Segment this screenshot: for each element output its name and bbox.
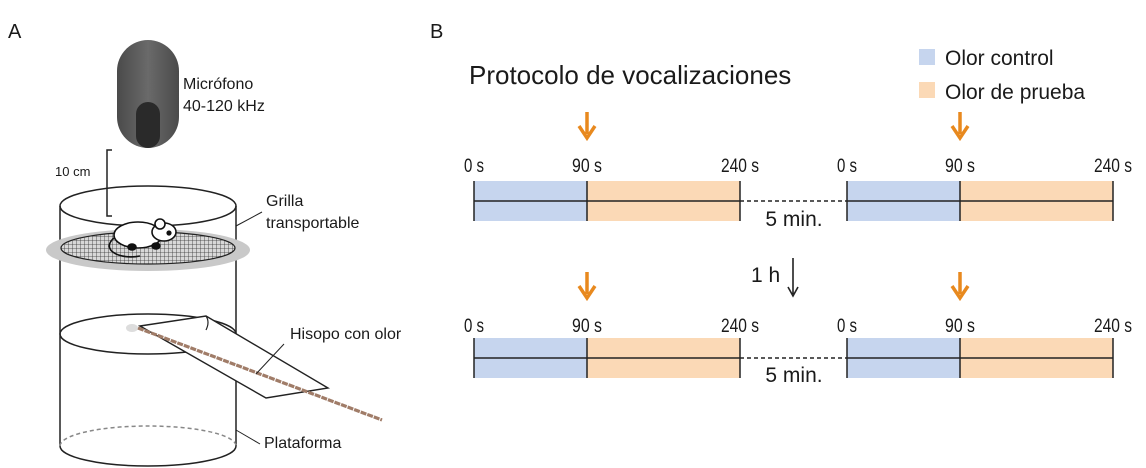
microphone-frequency: 40-120 kHz [183,98,265,115]
swab-leader [255,343,285,375]
tick-label: 0 s [464,316,484,337]
transportable-grid [46,229,250,271]
panel-a: A Micrófono 40-120 kHz 10 cm [8,21,402,467]
tick-label: 90 s [572,316,602,337]
tick-label: 240 s [721,316,759,337]
gap-label: 5 min. [765,364,822,387]
swab-label: Hisopo con olor [290,326,402,343]
tick-label: 90 s [945,156,975,177]
distance-label: 10 cm [55,164,90,179]
odor-arrow [577,112,597,142]
tick-label: 0 s [464,156,484,177]
panel-b: B Protocolo de vocalizaciones Olor contr… [430,21,1132,387]
odor-arrow [950,272,970,302]
protocol-title: Protocolo de vocalizaciones [469,60,791,90]
protocol-row-2: 0 s 90 s 240 s 0 s 90 s 240 s 5 min. [464,272,1132,387]
legend-label-control: Olor control [945,47,1054,70]
tick-label: 240 s [1094,316,1132,337]
tick-label: 90 s [945,316,975,337]
platform-leader [235,429,261,445]
tick-label: 240 s [1094,156,1132,177]
protocol-row-1: 0 s 90 s 240 s 0 s 90 s 240 s 5 min. [464,112,1132,231]
tick-label: 240 s [721,156,759,177]
grid-label-line2: transportable [266,215,359,232]
legend-swatch-control [919,49,935,65]
microphone-label: Micrófono [183,76,253,93]
odor-arrow [577,272,597,302]
microphone-icon [117,40,179,148]
tick-label: 0 s [837,156,857,177]
grid-label-line1: Grilla [266,193,303,210]
gap-label: 5 min. [765,208,822,231]
panel-a-letter: A [8,21,22,43]
legend-label-test: Olor de prueba [945,81,1085,104]
interval-label: 1 h [751,264,780,287]
swab-icon [126,315,383,422]
grid-leader [235,211,263,227]
tick-label: 90 s [572,156,602,177]
tick-label: 0 s [837,316,857,337]
odor-arrow [950,112,970,142]
panel-b-letter: B [430,21,443,43]
platform-label: Plataforma [264,435,341,452]
mouse-icon [108,218,177,258]
distance-bracket [106,149,112,217]
interval-arrow [787,258,799,298]
legend-swatch-test [919,82,935,98]
